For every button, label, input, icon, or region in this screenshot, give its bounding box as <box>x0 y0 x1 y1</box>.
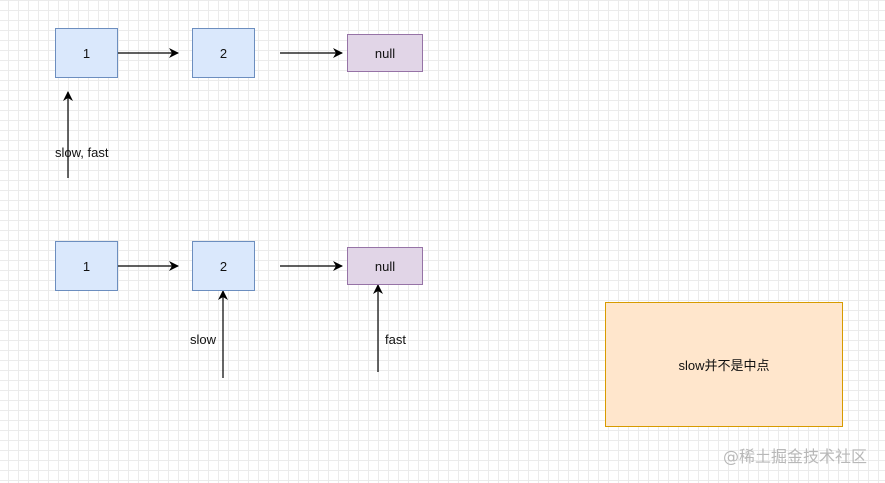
watermark: @稀土掘金技术社区 <box>722 447 867 466</box>
slow-fast-label: slow, fast <box>55 145 109 160</box>
null-node-case2[interactable]: null <box>347 247 423 285</box>
fast-label: fast <box>385 332 406 347</box>
slow-label: slow <box>190 332 217 347</box>
list-node-1[interactable]: 1 <box>55 28 118 78</box>
list-node-1-case2[interactable]: 1 <box>55 241 118 291</box>
list-node-2[interactable]: 2 <box>192 28 255 78</box>
note-box[interactable]: slow并不是中点 <box>605 302 843 427</box>
null-node[interactable]: null <box>347 34 423 72</box>
list-node-2-case2[interactable]: 2 <box>192 241 255 291</box>
